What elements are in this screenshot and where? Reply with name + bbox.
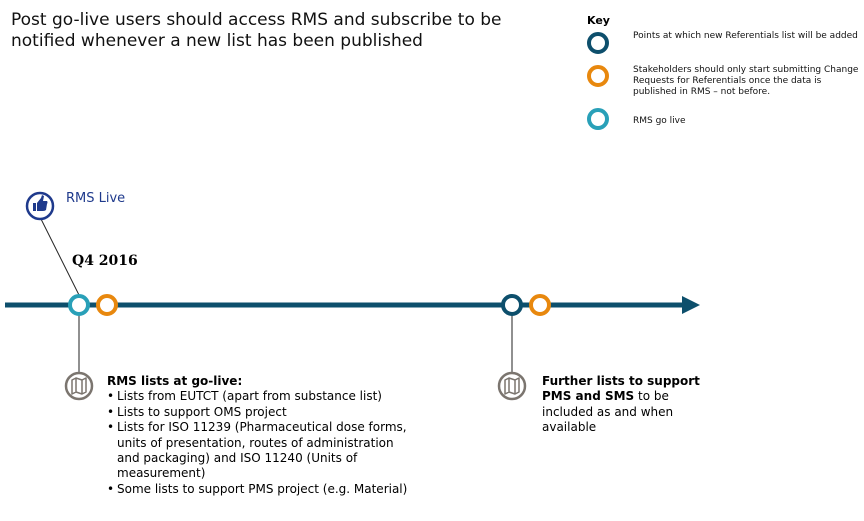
- list-item: Lists from EUTCT (apart from substance l…: [107, 389, 419, 405]
- further-lists-rest: to be included as and when available: [542, 389, 674, 435]
- further-lists-bold: Further lists to support PMS and SMS: [542, 374, 700, 404]
- list-item: Lists to support OMS project: [107, 405, 419, 421]
- timeline-list-added-marker: [501, 294, 523, 316]
- key-orange-circle: [587, 65, 609, 87]
- map-icon: [64, 371, 94, 401]
- timeline-arrowhead: [682, 296, 700, 314]
- further-lists-block: Further lists to support PMS and SMS to …: [542, 374, 714, 436]
- map-icon-2: [497, 371, 527, 401]
- key-label-go-live: RMS go live: [633, 116, 686, 126]
- go-live-lists-heading: RMS lists at go-live:: [107, 374, 243, 388]
- key-label-change-requests: Stakeholders should only start submittin…: [633, 65, 859, 97]
- diagram-title: Post go-live users should access RMS and…: [11, 10, 502, 51]
- timeline-change-request-marker-2: [529, 294, 551, 316]
- key-label-list-added: Points at which new Referentials list wi…: [633, 31, 858, 41]
- key-teal-circle: [587, 108, 609, 130]
- key-heading: Key: [587, 14, 610, 27]
- list-item: Lists for ISO 11239 (Pharmaceutical dose…: [107, 420, 419, 482]
- go-live-lists: Lists from EUTCT (apart from substance l…: [107, 389, 419, 497]
- timeline-change-request-marker: [96, 294, 118, 316]
- thumbs-up-icon: [25, 191, 55, 221]
- go-live-lists-block: RMS lists at go-live: Lists from EUTCT (…: [107, 374, 419, 498]
- rms-live-label: RMS Live: [66, 191, 126, 206]
- list-item: Some lists to support PMS project (e.g. …: [107, 482, 419, 498]
- quarter-label: Q4 2016: [72, 253, 138, 269]
- key-navy-circle: [587, 32, 609, 54]
- timeline-go-live-marker: [68, 294, 90, 316]
- rms-live-connector: [40, 218, 80, 296]
